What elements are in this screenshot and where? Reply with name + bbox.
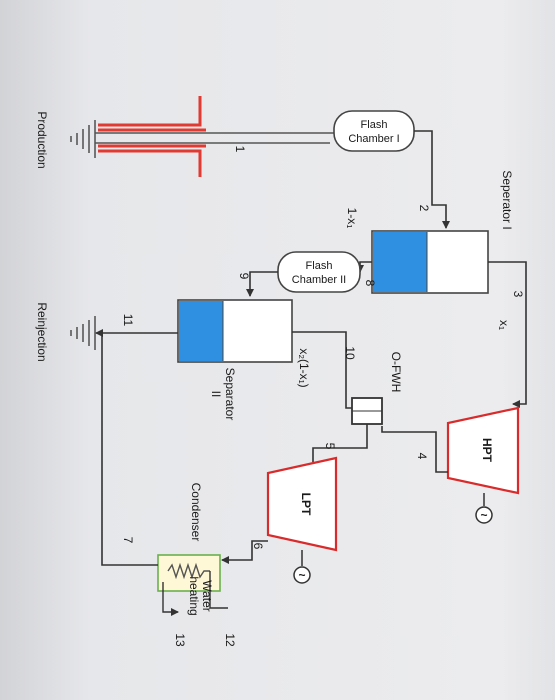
separator-1-label: Seperator I — [500, 170, 514, 229]
water-heating-label-2: heating — [187, 576, 201, 615]
state-6: 6 — [251, 543, 265, 550]
well-casing-icon — [98, 96, 206, 177]
x1-label: x₁ — [497, 320, 511, 330]
state-13: 13 — [173, 633, 187, 647]
separator-2-label: Separator — [223, 368, 237, 421]
one-minus-x1-label: 1-x₁ — [345, 208, 359, 229]
state-5: 5 — [323, 443, 337, 450]
state-12: 12 — [223, 633, 237, 647]
hpt-turbine: HPT ~ — [446, 406, 520, 524]
svg-text:~: ~ — [480, 508, 487, 522]
state-9: 9 — [237, 273, 251, 280]
state-2: 2 — [417, 205, 431, 212]
generator-icon: ~ — [475, 506, 493, 524]
production-ground-icon — [70, 120, 96, 158]
state-10: 10 — [343, 346, 357, 360]
svg-text:Chamber I: Chamber I — [348, 133, 399, 145]
svg-text:Flash: Flash — [306, 260, 333, 272]
separator-2 — [177, 299, 293, 363]
state-1: 1 — [233, 146, 247, 153]
state-numbers: 1 2 3 4 5 6 7 8 9 10 11 12 13 — [121, 146, 525, 647]
flash-chamber-2: Flash Chamber II — [277, 251, 361, 293]
svg-text:Flash: Flash — [361, 119, 388, 131]
flash-chamber-1: Flash Chamber I — [333, 110, 415, 152]
svg-text:HPT: HPT — [480, 438, 494, 463]
reinjection-label: Reinjection — [35, 302, 49, 361]
ofwh-box — [351, 397, 383, 425]
state-11: 11 — [121, 314, 135, 327]
lpt-turbine: LPT ~ — [266, 456, 338, 584]
condenser-label: Condenser — [189, 483, 203, 542]
production-label: Production — [35, 111, 49, 168]
svg-text:LPT: LPT — [299, 493, 313, 516]
svg-text:Chamber II: Chamber II — [292, 274, 346, 286]
heat-coil-icon — [167, 562, 210, 580]
reinjection-ground-icon — [70, 316, 96, 350]
production-well — [70, 96, 340, 177]
state-3: 3 — [511, 291, 525, 298]
generator-icon: ~ — [293, 566, 311, 584]
state-8: 8 — [363, 280, 377, 287]
x2-flow-label: x₂(1-x₁) — [297, 348, 311, 387]
separator-2-label-2: II — [209, 391, 223, 398]
state-4: 4 — [415, 453, 429, 460]
water-heating-label: Water — [200, 580, 214, 612]
ofwh-label: O-FWH — [389, 352, 403, 393]
svg-text:~: ~ — [298, 568, 305, 582]
separator-1 — [371, 230, 489, 294]
state-7: 7 — [121, 537, 135, 544]
